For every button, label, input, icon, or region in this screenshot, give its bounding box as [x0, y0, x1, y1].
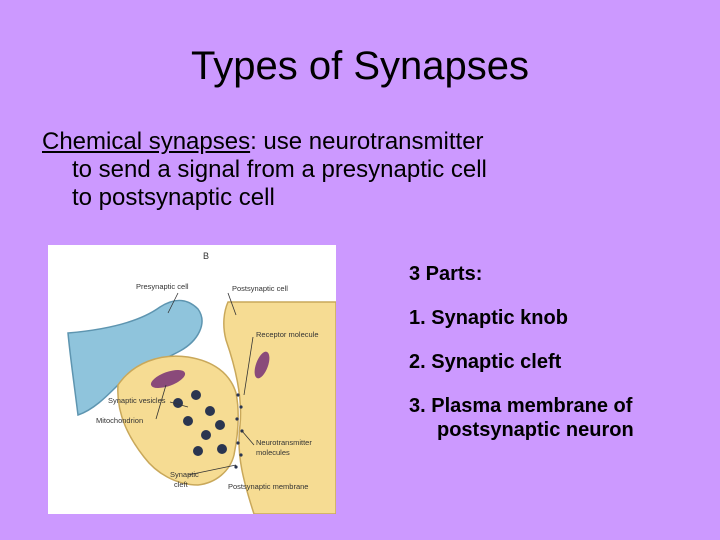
- slide-title: Types of Synapses: [191, 44, 529, 88]
- vesicle: [215, 420, 225, 430]
- synapse-diagram: B Presynaptic cell Postsynaptic cell Rec…: [48, 245, 336, 514]
- vesicle: [201, 430, 211, 440]
- panel-letter: B: [203, 251, 209, 261]
- label-synaptic-cleft: Synaptic: [170, 470, 199, 479]
- synaptic-knob-shape: [117, 355, 239, 486]
- presynaptic-axon-shape: [67, 299, 203, 417]
- label-cleft: cleft: [174, 480, 189, 489]
- synapse-illustration: B Presynaptic cell Postsynaptic cell Rec…: [67, 251, 336, 514]
- leader-lines: [155, 292, 255, 476]
- receptor-mito-shape: [254, 351, 270, 379]
- neurotransmitter-dots: [234, 393, 244, 469]
- label-neurotransmitter: Neurotransmitter: [256, 438, 312, 447]
- mitochondrion-shape: [150, 369, 186, 389]
- label-synaptic-vesicles: Synaptic vesicles: [108, 396, 166, 405]
- label-postsynaptic-membrane: Postsynaptic membrane: [228, 482, 308, 491]
- label-postsynaptic-cell: Postsynaptic cell: [232, 284, 288, 293]
- vesicle: [205, 406, 215, 416]
- label-mitochondrion: Mitochondrion: [96, 416, 143, 425]
- label-receptor-molecule: Receptor molecule: [256, 330, 319, 339]
- parts-list-item: 2. Synaptic cleft: [409, 351, 562, 373]
- vesicle: [183, 416, 193, 426]
- vesicle: [217, 444, 227, 454]
- parts-title: 3 Parts:: [409, 263, 483, 285]
- body-paragraph: Chemical synapses: use neurotransmitter …: [42, 128, 492, 212]
- vesicle: [191, 390, 201, 400]
- term-chemical-synapses: Chemical synapses: [42, 128, 251, 155]
- postsynaptic-cell-shape: [223, 301, 336, 514]
- parts-list: 1. Synaptic knob 2. Synaptic cleft 3. Pl…: [409, 306, 709, 442]
- parts-list-item: 3. Plasma membrane of postsynaptic neuro…: [409, 395, 634, 441]
- label-presynaptic-cell: Presynaptic cell: [136, 282, 189, 291]
- vesicle: [193, 446, 203, 456]
- label-neurotransmitter-molecules: molecules: [256, 448, 290, 457]
- body-definition: : use neurotransmitter to send a signal …: [72, 128, 487, 211]
- vesicle: [173, 398, 183, 408]
- parts-list-block: 3 Parts: 1. Synaptic knob 2. Synaptic cl…: [409, 262, 709, 442]
- parts-list-item: 1. Synaptic knob: [409, 307, 568, 329]
